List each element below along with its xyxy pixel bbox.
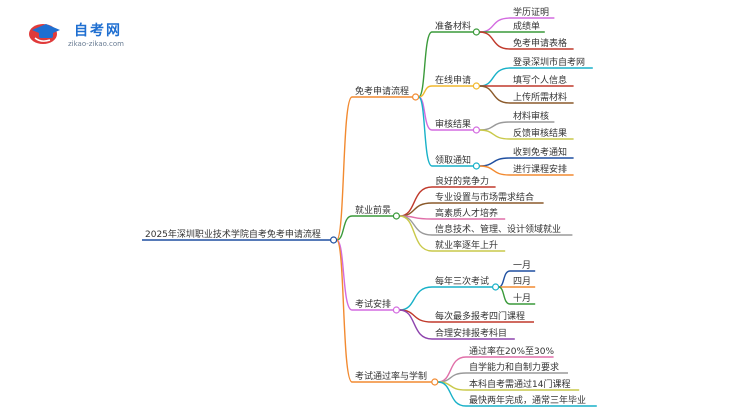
sub-0-3[interactable]: 领取通知	[435, 154, 471, 166]
leaf-2-0-2[interactable]: 十月	[513, 292, 531, 304]
sub-1-0[interactable]: 良好的竞争力	[435, 175, 489, 187]
leaf-0-0-1[interactable]: 成绩单	[513, 20, 540, 32]
sub-connector-1-4	[399, 215, 433, 252]
leaf-0-3-0[interactable]: 收到免考通知	[513, 146, 567, 158]
sub-0-0[interactable]: 准备材料	[435, 20, 471, 32]
sub-1-3[interactable]: 信息技术、管理、设计领域就业	[435, 223, 561, 235]
leaf-0-3-1[interactable]: 进行课程安排	[513, 163, 567, 175]
sub-connector-0-1	[418, 85, 433, 98]
leaf-connector-0-1-2	[479, 85, 511, 104]
leaf-connector-0-3-0	[479, 157, 511, 167]
root-collapse-knob	[330, 236, 338, 244]
sub-1-2[interactable]: 高素质人才培养	[435, 207, 498, 219]
sub-2-0[interactable]: 每年三次考试	[435, 275, 489, 287]
branch-0[interactable]: 免考申请流程	[355, 85, 409, 97]
sub-3-2[interactable]: 本科自考需通过14门课程	[469, 378, 570, 390]
sub-0-2[interactable]: 审核结果	[435, 118, 471, 130]
sub-2-1[interactable]: 每次最多报考四门课程	[435, 310, 525, 322]
site-logo[interactable]: 自考网 zikao-zikao.com	[28, 14, 138, 54]
sub-connector-0-2	[418, 96, 433, 131]
sub-3-3[interactable]: 最快两年完成，通常三年毕业	[469, 394, 586, 406]
sub-connector-1-1	[399, 202, 433, 217]
leaf-connector-0-2-1	[479, 129, 511, 140]
leaf-0-1-1[interactable]: 填写个人信息	[513, 74, 567, 86]
leaf-connector-2-0-0	[498, 270, 511, 288]
leaf-connector-0-0-2	[479, 31, 511, 50]
branch-1[interactable]: 就业前景	[355, 204, 391, 216]
sub-connector-2-1	[399, 309, 433, 323]
sub-0-1[interactable]: 在线申请	[435, 74, 471, 86]
leaf-0-1-0[interactable]: 登录深圳市自考网	[513, 56, 585, 68]
sub-connector-2-0	[399, 286, 433, 311]
branch-connector-2	[335, 239, 353, 311]
sub-knob-0-3	[472, 162, 480, 170]
sub-knob-0-1	[472, 82, 480, 90]
leaf-2-0-0[interactable]: 一月	[513, 260, 531, 271]
sub-connector-2-2	[399, 309, 433, 340]
sub-connector-1-0	[399, 186, 433, 217]
sub-connector-3-3	[437, 381, 467, 407]
leaf-connector-2-0-2	[498, 286, 511, 305]
leaf-0-2-0[interactable]: 材料审核	[513, 110, 549, 122]
leaf-connector-0-0-0	[479, 17, 511, 33]
sub-1-4[interactable]: 就业率逐年上升	[435, 239, 498, 251]
sub-knob-0-0	[472, 28, 480, 36]
sub-3-1[interactable]: 自学能力和自制力要求	[469, 361, 559, 373]
branch-2[interactable]: 考试安排	[355, 298, 391, 310]
sub-3-0[interactable]: 通过率在20%至30%	[469, 345, 554, 357]
leaf-0-0-2[interactable]: 免考申请表格	[513, 37, 567, 49]
leaf-connector-0-3-1	[479, 165, 511, 176]
branch-knob-3	[431, 378, 439, 386]
sub-knob-2-0	[492, 283, 500, 291]
sub-knob-0-2	[472, 126, 480, 134]
branch-knob-1	[392, 212, 400, 220]
graduation-cap-logo-icon	[29, 24, 60, 44]
sub-2-2[interactable]: 合理安排报考科目	[435, 327, 507, 339]
root-topic[interactable]: 2025年深圳职业技术学院自考免考申请流程	[145, 228, 321, 240]
leaf-connector-0-2-0	[479, 121, 511, 131]
branch-connector-0	[335, 96, 353, 241]
mind-map-connectors	[142, 17, 597, 407]
branch-connector-1	[336, 215, 353, 241]
leaf-0-1-2[interactable]: 上传所需材料	[513, 91, 567, 103]
branch-3[interactable]: 考试通过率与学制	[355, 370, 427, 382]
branch-knob-2	[392, 306, 400, 314]
leaf-0-2-1[interactable]: 反馈审核结果	[513, 127, 567, 139]
logo-name: 自考网	[74, 23, 122, 39]
branch-knob-0	[412, 93, 420, 101]
sub-connector-0-0	[417, 31, 433, 98]
leaf-2-0-1[interactable]: 四月	[513, 276, 531, 287]
leaf-connector-0-1-0	[479, 67, 511, 87]
logo-url: zikao-zikao.com	[68, 40, 124, 48]
branch-connector-3	[335, 239, 353, 383]
sub-connector-0-3	[417, 96, 433, 167]
sub-connector-3-0	[437, 356, 467, 383]
mind-map-nodes: 2025年深圳职业技术学院自考免考申请流程 免考申请流程 准备材料 学历证明成绩单免考…	[145, 6, 586, 406]
leaf-0-0-0[interactable]: 学历证明	[513, 6, 549, 18]
sub-1-1[interactable]: 专业设置与市场需求结合	[435, 191, 534, 203]
